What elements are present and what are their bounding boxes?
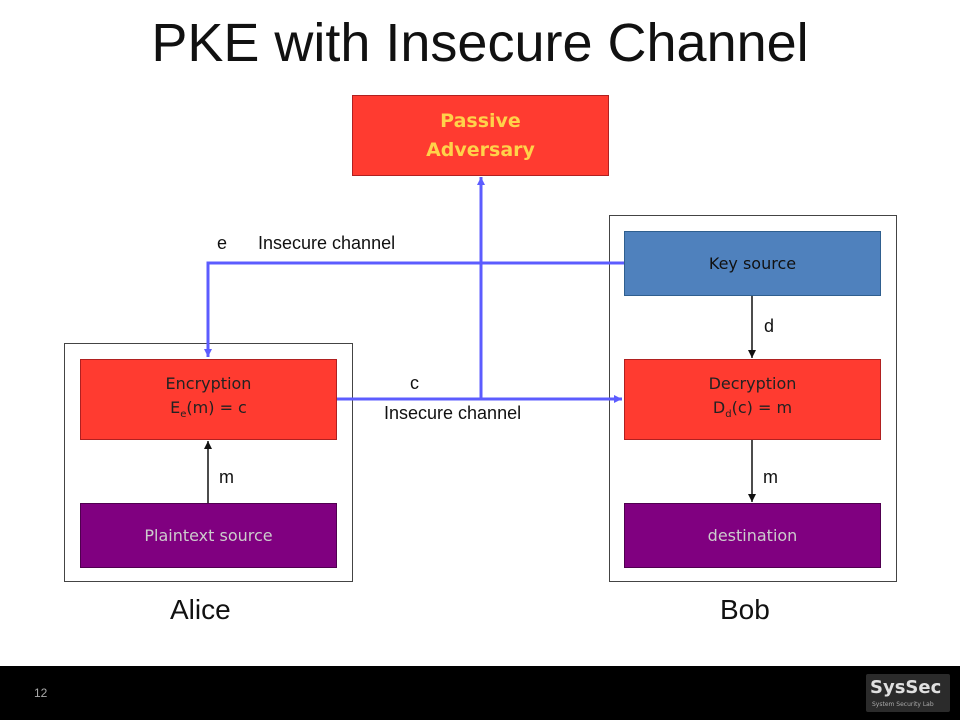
adversary-line2: Adversary	[426, 138, 535, 161]
destination-label: destination	[707, 525, 798, 545]
syssec-logo-text: SysSec	[870, 677, 942, 698]
bob-m-label: m	[763, 467, 778, 487]
encryption-label: Encryption	[165, 373, 252, 393]
page-number: 12	[34, 686, 48, 700]
c-label: c	[410, 373, 419, 393]
footer-bar	[0, 666, 960, 720]
syssec-logo-subtext: System Security Lab	[872, 701, 934, 708]
syssec-logo	[866, 674, 950, 712]
key-source-label: Key source	[708, 253, 797, 273]
c-channel-label: Insecure channel	[384, 403, 522, 423]
e-label: e	[217, 233, 228, 253]
destination-box: destination	[624, 503, 881, 568]
d-label: d	[764, 316, 775, 336]
key-source-box: Key source	[624, 231, 881, 296]
plaintext-source-box: Plaintext source	[80, 503, 337, 568]
decryption-label: Decryption	[708, 373, 797, 393]
encryption-formula: Ee(m) = c	[170, 397, 247, 421]
slide-title: PKE with Insecure Channel	[151, 13, 809, 73]
decryption-formula: Dd(c) = m	[712, 397, 793, 421]
alice-label: Alice	[170, 594, 231, 625]
decryption-box: Decryption Dd(c) = m	[624, 359, 881, 440]
encryption-box: Encryption Ee(m) = c	[80, 359, 337, 440]
plaintext-source-label: Plaintext source	[144, 525, 273, 545]
adversary-line1: Passive	[440, 109, 521, 132]
e-channel-line	[204, 261, 624, 357]
bob-label: Bob	[720, 594, 770, 625]
passive-adversary-box: Passive Adversary	[352, 95, 609, 176]
alice-m-label: m	[219, 467, 234, 487]
e-channel-label: Insecure channel	[258, 233, 396, 253]
